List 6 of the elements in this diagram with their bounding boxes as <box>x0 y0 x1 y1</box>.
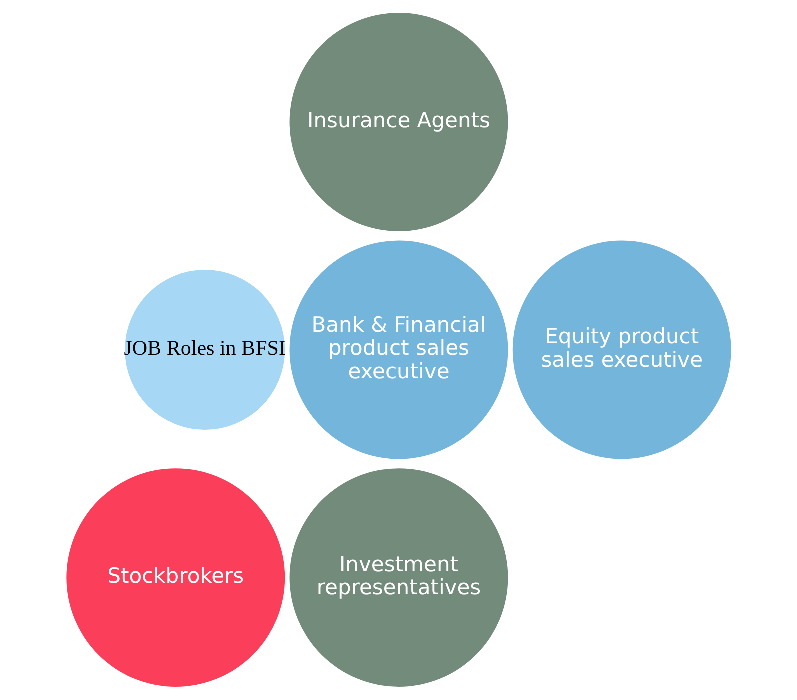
node-circle: Equity product sales executive <box>512 240 731 460</box>
node-circle: JOB Roles in BFSI <box>124 270 285 430</box>
node-circle: Stockbrokers <box>66 468 285 687</box>
node-circle: Insurance Agents <box>289 13 508 232</box>
node-circle: Investment representatives <box>289 468 508 687</box>
node-circle: Bank & Financial product sales executive <box>289 240 508 460</box>
